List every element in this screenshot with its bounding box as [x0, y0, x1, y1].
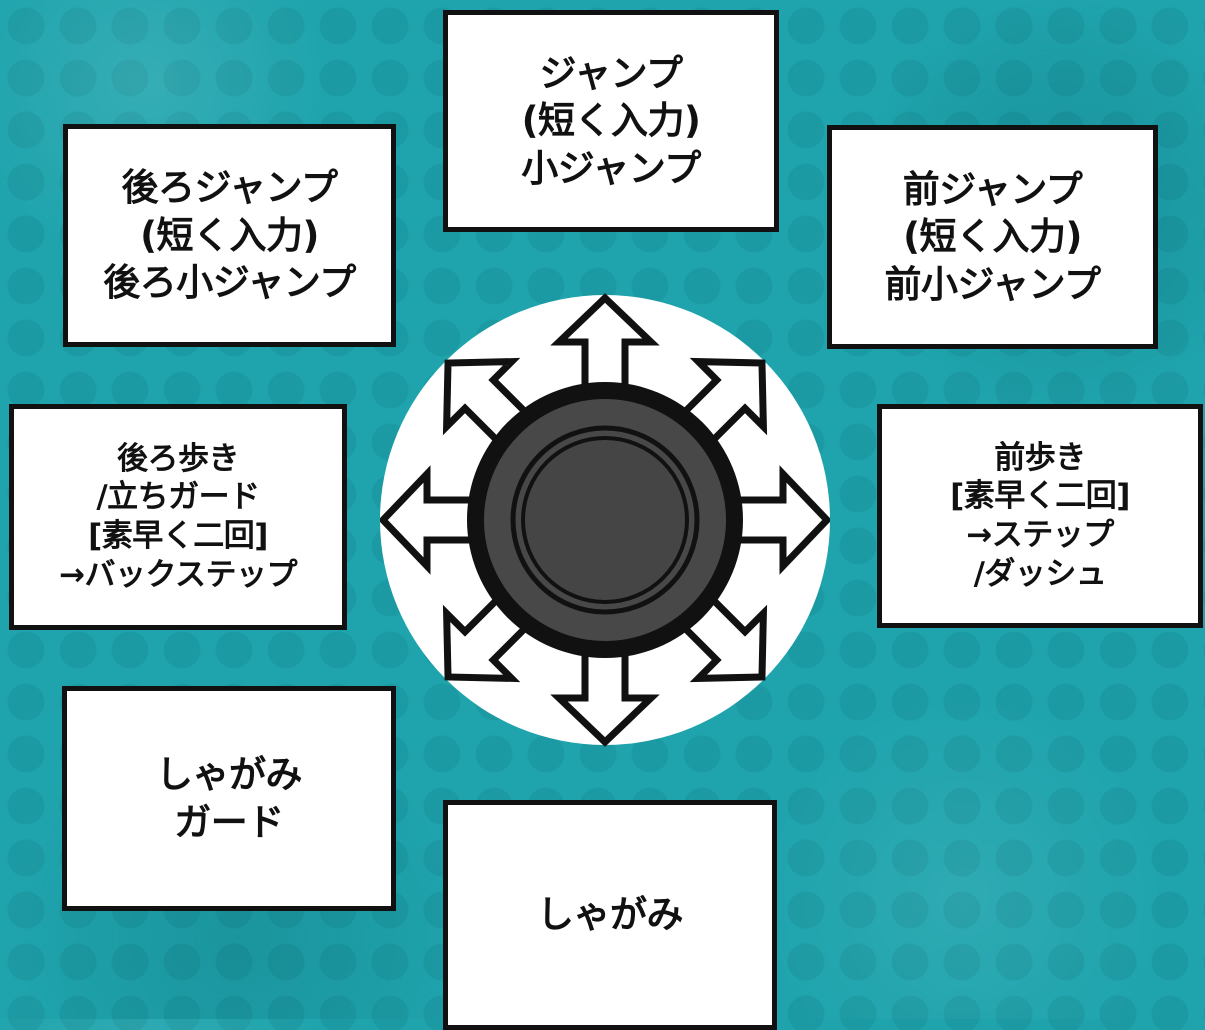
direction-up-label: ジャンプ (短く入力) 小ジャンプ [521, 51, 701, 190]
direction-down-back-box: しゃがみ ガード [62, 686, 396, 911]
direction-down-box: しゃがみ [443, 800, 777, 1030]
direction-up-forward-box: 前ジャンプ (短く入力) 前小ジャンプ [827, 125, 1158, 349]
direction-forward-label: 前歩き [素早く二回] →ステップ /ダッシュ [950, 439, 1130, 592]
direction-up-forward-label: 前ジャンプ (短く入力) 前小ジャンプ [884, 167, 1101, 306]
joystick-diagram [380, 293, 830, 747]
direction-down-back-label: しゃがみ ガード [156, 753, 303, 844]
direction-forward-box: 前歩き [素早く二回] →ステップ /ダッシュ [877, 404, 1203, 628]
direction-up-back-box: 後ろジャンプ (短く入力) 後ろ小ジャンプ [63, 124, 396, 347]
joystick-icon [467, 382, 743, 658]
direction-down-label: しゃがみ [537, 893, 684, 937]
direction-up-back-label: 後ろジャンプ (短く入力) 後ろ小ジャンプ [103, 166, 356, 305]
direction-back-box: 後ろ歩き /立ちガード [素早く二回] →バックステップ [9, 404, 347, 630]
direction-back-label: 後ろ歩き /立ちガード [素早く二回] →バックステップ [58, 440, 298, 593]
direction-up-box: ジャンプ (短く入力) 小ジャンプ [443, 10, 779, 232]
